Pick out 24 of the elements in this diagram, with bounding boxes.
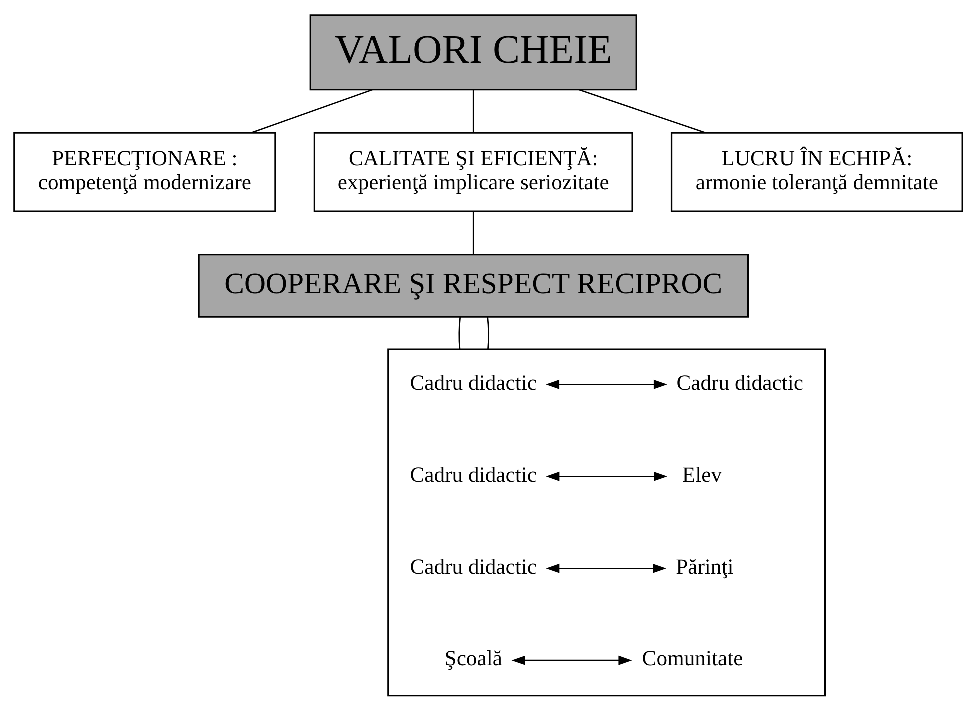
arrow [511, 655, 632, 665]
node-box: PERFECŢIONARE : competenţă modernizare [13, 132, 276, 212]
node-text: Cadru didactic [410, 370, 536, 394]
node-box: VALORI CHEIE [309, 14, 637, 90]
node-box: CALITATE ŞI EFICIENŢĂ: experienţă implicare seriozitate [313, 132, 633, 212]
arrow [545, 379, 667, 389]
connector [458, 316, 461, 350]
node-text: Părinţi [676, 554, 734, 578]
arrow [546, 471, 668, 481]
cluster [387, 348, 826, 696]
connector [486, 316, 490, 350]
node-text: Comunitate [642, 646, 743, 670]
node-box: LUCRU ÎN ECHIPĂ: armonie toleranţă demnitate [670, 132, 963, 212]
connector [472, 211, 474, 254]
node-text: Şcoală [444, 646, 502, 670]
node-box: COOPERARE ŞI RESPECT RECIPROC [198, 254, 749, 318]
node-text: Cadru didactic [676, 370, 803, 394]
connector [251, 88, 372, 134]
arrow [546, 563, 666, 573]
node-text: Cadru didactic [410, 554, 536, 578]
node-text: Cadru didactic [410, 462, 536, 486]
connector [578, 88, 706, 134]
connector [472, 90, 474, 132]
node-text: Elev [682, 462, 722, 486]
